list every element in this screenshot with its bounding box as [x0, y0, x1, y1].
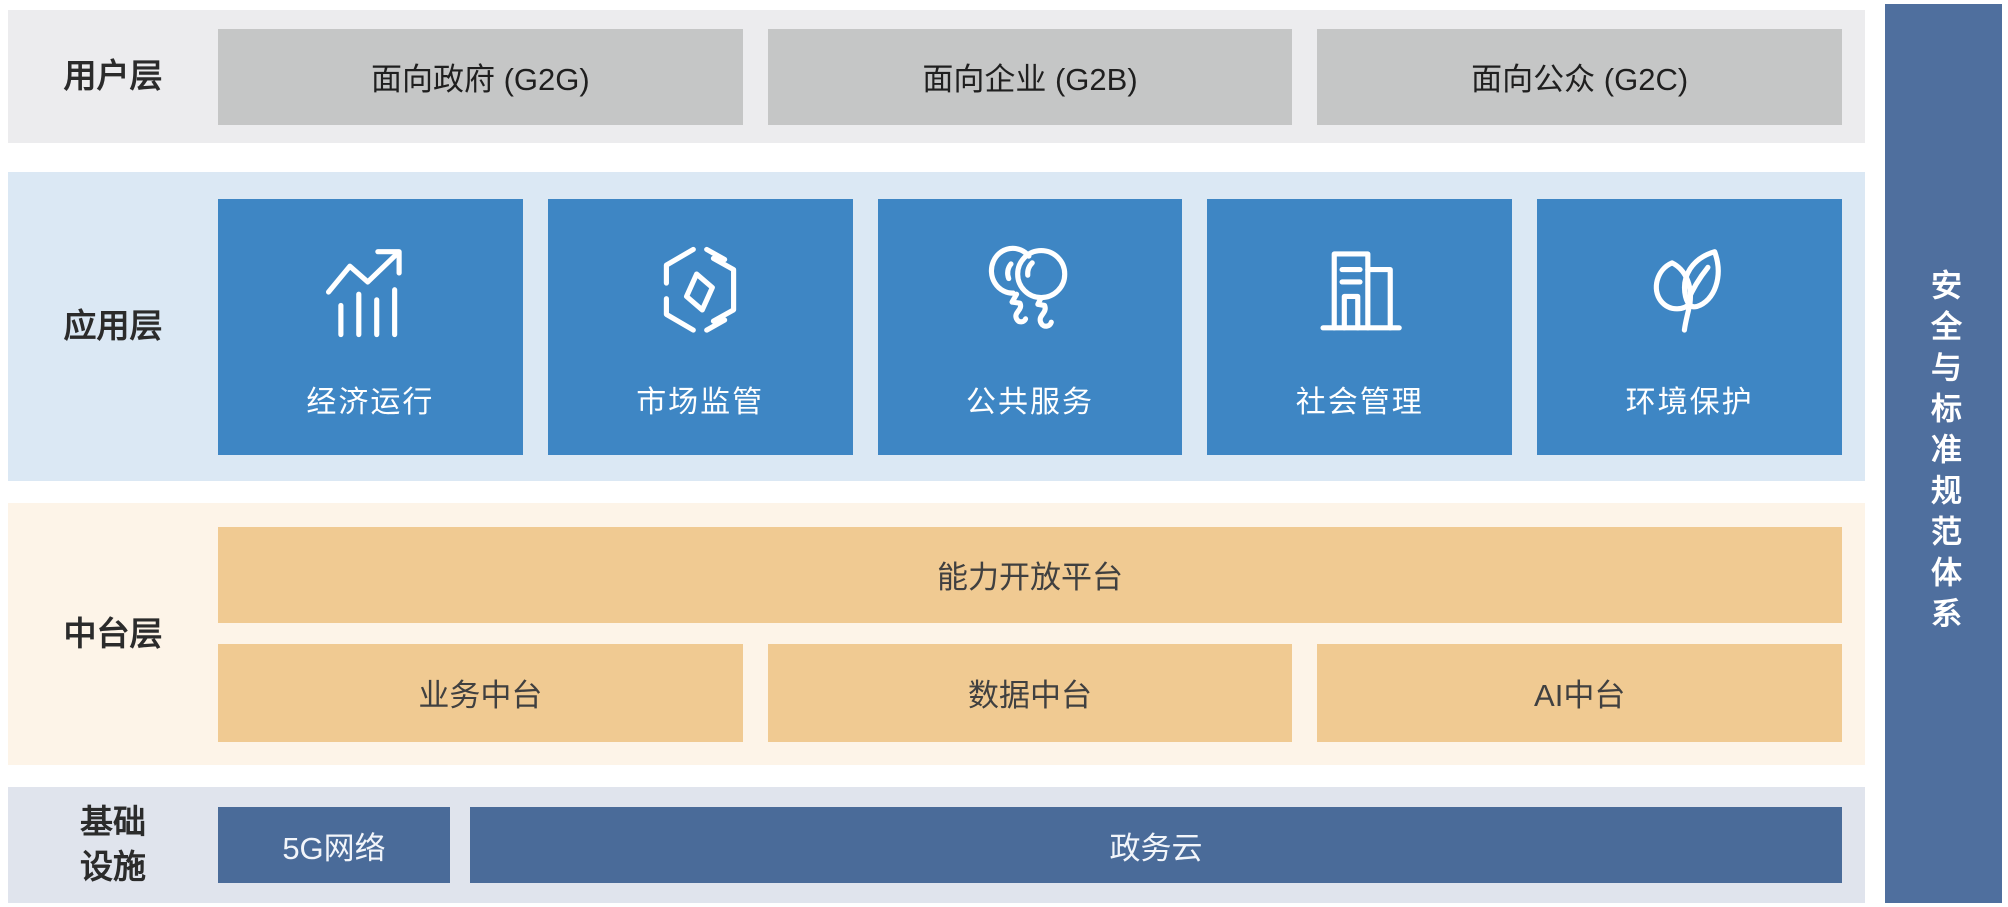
security-standards-bar: 安全与标准规范体系 — [1885, 4, 2002, 903]
infrastructure-layer-row: 基础设施 5G网络 政务云 — [8, 787, 1865, 903]
middle-layer-content: 能力开放平台 业务中台 数据中台 AI中台 — [218, 526, 1843, 742]
leaf-icon — [1631, 233, 1749, 351]
user-layer-content: 面向政府 (G2G) 面向企业 (G2B) 面向公众 (G2C) — [218, 28, 1843, 125]
app-box-label: 经济运行 — [306, 385, 435, 419]
buildings-icon — [1301, 233, 1419, 351]
user-box-g2g: 面向政府 (G2G) — [218, 28, 743, 125]
capability-platform-box: 能力开放平台 — [218, 526, 1842, 623]
middle-platform-layer-row: 中台层 能力开放平台 业务中台 数据中台 AI中台 — [8, 503, 1865, 765]
app-box-market: 市场监管 — [547, 198, 853, 455]
app-box-label: 公共服务 — [965, 385, 1094, 419]
application-layer-row: 应用层 经济运行 — [8, 172, 1865, 481]
app-box-label: 环境保护 — [1625, 385, 1754, 419]
infrastructure-layer-label: 基础设施 — [8, 800, 218, 889]
balloons-icon — [971, 233, 1089, 351]
user-layer-label: 用户层 — [63, 57, 163, 95]
hexagon-box-icon — [641, 233, 759, 351]
infrastructure-layer-label-text: 基础设施 — [80, 803, 146, 885]
app-box-label: 市场监管 — [636, 385, 765, 419]
mid-box-business: 业务中台 — [218, 643, 743, 742]
app-box-public-service: 公共服务 — [877, 198, 1183, 455]
middle-layer-label: 中台层 — [63, 614, 163, 652]
user-layer-row: 用户层 面向政府 (G2G) 面向企业 (G2B) 面向公众 (G2C) — [8, 10, 1865, 143]
application-layer-label: 应用层 — [63, 307, 163, 345]
user-box-g2b: 面向企业 (G2B) — [767, 28, 1293, 125]
user-box-g2c: 面向公众 (G2C) — [1317, 28, 1843, 125]
middle-boxes-row: 业务中台 数据中台 AI中台 — [218, 643, 1843, 742]
app-box-label: 社会管理 — [1295, 385, 1424, 419]
mid-box-ai: AI中台 — [1317, 643, 1843, 742]
trend-chart-icon — [311, 233, 429, 351]
app-box-social: 社会管理 — [1207, 198, 1513, 455]
application-layer-content: 经济运行 市场监管 — [218, 198, 1842, 455]
mid-box-data: 数据中台 — [767, 643, 1293, 742]
security-standards-label: 安全与标准规范体系 — [1926, 269, 1961, 638]
app-box-environment: 环境保护 — [1537, 198, 1842, 455]
app-box-economy: 经济运行 — [218, 198, 523, 455]
infrastructure-layer-content: 5G网络 政务云 — [218, 807, 1842, 883]
infra-box-5g: 5G网络 — [218, 807, 450, 883]
infra-box-gov-cloud: 政务云 — [470, 807, 1842, 883]
